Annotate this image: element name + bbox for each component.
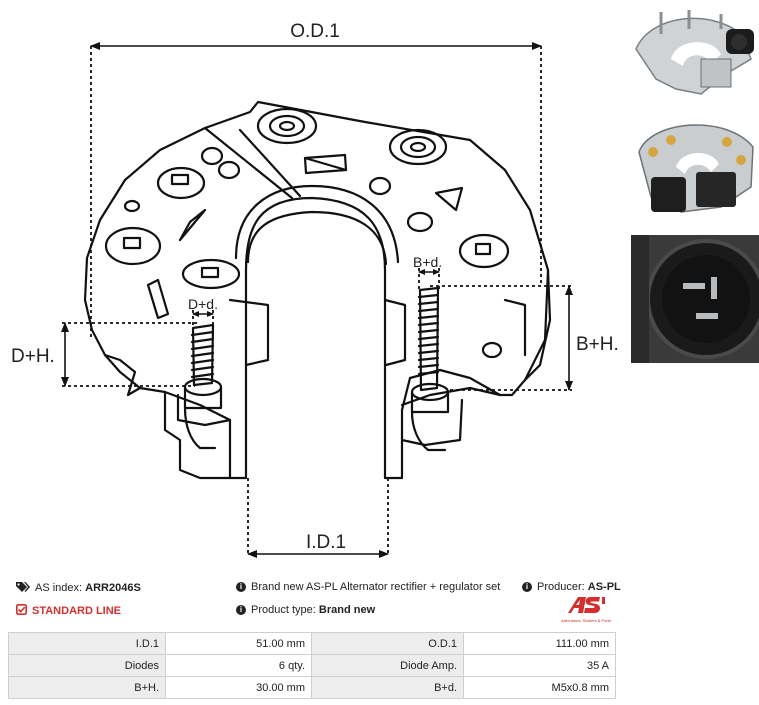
- info-icon: i: [236, 605, 246, 615]
- table-row: I.D.1 51.00 mm O.D.1 111.00 mm: [8, 632, 616, 655]
- producer-row: i Producer: AS-PL: [522, 581, 621, 593]
- spec-key: I.D.1: [8, 632, 166, 655]
- info-icon: i: [522, 582, 532, 592]
- table-row: Diodes 6 qty. Diode Amp. 35 A: [8, 654, 616, 677]
- spec-key: Diodes: [8, 654, 166, 677]
- spec-key: Diode Amp.: [311, 654, 464, 677]
- spec-key: B+d.: [311, 676, 464, 699]
- product-photo-angle-view: [631, 112, 759, 224]
- as-index-row: AS index: ARR2046S: [16, 581, 141, 595]
- as-index-value: ARR2046S: [85, 582, 141, 594]
- spec-key: B+H.: [8, 676, 166, 699]
- specs-table: I.D.1 51.00 mm O.D.1 111.00 mm Diodes 6 …: [8, 632, 616, 699]
- producer-label: Producer:: [537, 581, 585, 593]
- rectifier-outline: [83, 100, 550, 480]
- product-photo-top-view: [631, 4, 759, 104]
- spec-value: M5x0.8 mm: [463, 676, 616, 699]
- dd-label: D+d.: [188, 296, 218, 312]
- description-row: i Brand new AS-PL Alternator rectifier +…: [236, 581, 500, 593]
- info-icon: i: [236, 582, 246, 592]
- spec-value: 35 A: [463, 654, 616, 677]
- spec-value: 6 qty.: [165, 654, 312, 677]
- standard-line-label: STANDARD LINE: [32, 605, 122, 617]
- description-text: Brand new AS-PL Alternator rectifier + r…: [251, 581, 501, 593]
- spec-value: 51.00 mm: [165, 632, 312, 655]
- spec-value: 30.00 mm: [165, 676, 312, 699]
- technical-drawing: O.D.1 I.D.1 D+H. D+d. B+H. B+d.: [11, 21, 619, 558]
- check-square-icon: [16, 604, 27, 618]
- table-row: B+H. 30.00 mm B+d. M5x0.8 mm: [8, 676, 616, 699]
- brand-tagline: Alternators, Starters & Parts: [561, 618, 611, 623]
- bh-label: B+H.: [576, 334, 619, 355]
- spec-value: 111.00 mm: [463, 632, 616, 655]
- brand-logo: Alternators, Starters & Parts: [556, 596, 616, 624]
- tags-icon: [16, 581, 30, 595]
- product-photo-connector-closeup: [631, 235, 759, 363]
- dh-label: D+H.: [11, 346, 55, 367]
- bd-label: B+d.: [413, 254, 442, 270]
- standard-line-row: STANDARD LINE: [16, 604, 121, 618]
- producer-value: AS-PL: [587, 581, 621, 593]
- od1-label: O.D.1: [290, 21, 340, 42]
- id1-label: I.D.1: [306, 532, 346, 553]
- product-type-value: Brand new: [318, 604, 376, 616]
- spec-key: O.D.1: [311, 632, 464, 655]
- as-index-label: AS index:: [35, 582, 83, 594]
- product-type-label: Product type:: [251, 604, 316, 616]
- product-type-row: i Product type: Brand new: [236, 604, 375, 616]
